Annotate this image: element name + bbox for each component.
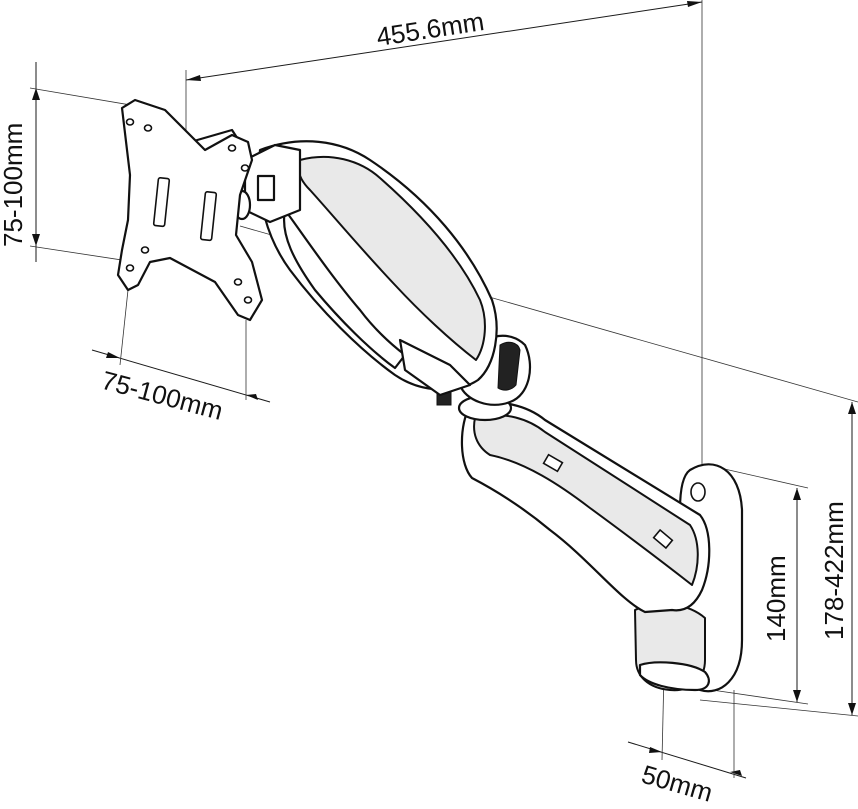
arrowhead-vesa-width-left bbox=[106, 352, 120, 358]
arrowhead-plate-height-bottom bbox=[793, 690, 801, 702]
dimension-line-reach bbox=[185, 1, 703, 81]
extension-line-vesa-height-bottom bbox=[29, 245, 136, 263]
extension-line-vesa-width-left bbox=[119, 289, 129, 366]
vesa-slot-left bbox=[152, 177, 171, 228]
vesa-hole-4 bbox=[240, 164, 250, 172]
dimension-line-plate-depth bbox=[627, 741, 747, 779]
extension-line-height-range-bottom bbox=[699, 699, 858, 717]
arrowhead-plate-depth-right bbox=[730, 770, 742, 776]
dimension-plate-height: 140mm bbox=[711, 467, 809, 705]
vesa-hole-5 bbox=[125, 264, 135, 272]
vesa-slot-right bbox=[199, 191, 218, 242]
vesa-hole-8 bbox=[243, 296, 253, 304]
label-plate-height: 140mm bbox=[761, 555, 791, 642]
upper-arm-gas-spring bbox=[282, 208, 407, 370]
vesa-hole-3 bbox=[227, 144, 237, 152]
vesa-hole-1 bbox=[125, 118, 135, 126]
label-vesa-height: 75-100mm bbox=[0, 123, 28, 247]
vesa-plate bbox=[116, 98, 264, 322]
extension-line-plate-height-bottom bbox=[711, 689, 809, 705]
upper-arm bbox=[257, 140, 498, 397]
lower-arm bbox=[457, 394, 711, 614]
arrowhead-reach-left bbox=[186, 75, 201, 81]
label-height-range: 178-422mm bbox=[819, 501, 849, 640]
arrowhead-plate-depth-left bbox=[649, 747, 662, 753]
upper-arm-shading bbox=[297, 155, 486, 361]
arrowhead-height-range-top bbox=[848, 402, 856, 414]
arrowhead-reach-right bbox=[687, 1, 702, 7]
wall-plate-screw-hole bbox=[690, 482, 706, 502]
vesa-plate-body bbox=[116, 98, 264, 322]
arrowhead-vesa-width-right bbox=[246, 394, 258, 400]
vesa-hole-7 bbox=[233, 278, 243, 286]
elbow-joint-knob bbox=[497, 341, 521, 391]
lower-arm-cable-clip-2 bbox=[652, 528, 674, 550]
extension-line-plate-height-top bbox=[719, 467, 809, 489]
label-vesa-width: 75-100mm bbox=[98, 365, 226, 426]
arrowhead-vesa-height-bottom bbox=[32, 234, 40, 246]
arrowhead-vesa-height-top bbox=[32, 88, 40, 100]
arrowhead-height-range-bottom bbox=[848, 703, 856, 715]
vesa-hole-6 bbox=[140, 246, 150, 254]
wall-plate-foot bbox=[638, 661, 710, 692]
upper-arm-lower-bracket bbox=[398, 338, 472, 397]
label-arm-reach: 455.6mm bbox=[374, 6, 486, 52]
dimension-line-vesa-width bbox=[91, 349, 271, 403]
vesa-hole-2 bbox=[143, 124, 153, 132]
arrowhead-plate-height-top bbox=[793, 488, 801, 500]
tilt-head bbox=[232, 143, 302, 224]
lower-arm-cable-clip-1 bbox=[542, 453, 564, 473]
tilt-head-knob bbox=[256, 174, 276, 202]
dimension-plate-depth: 50mm bbox=[627, 671, 747, 808]
lower-arm-shading bbox=[473, 414, 699, 586]
